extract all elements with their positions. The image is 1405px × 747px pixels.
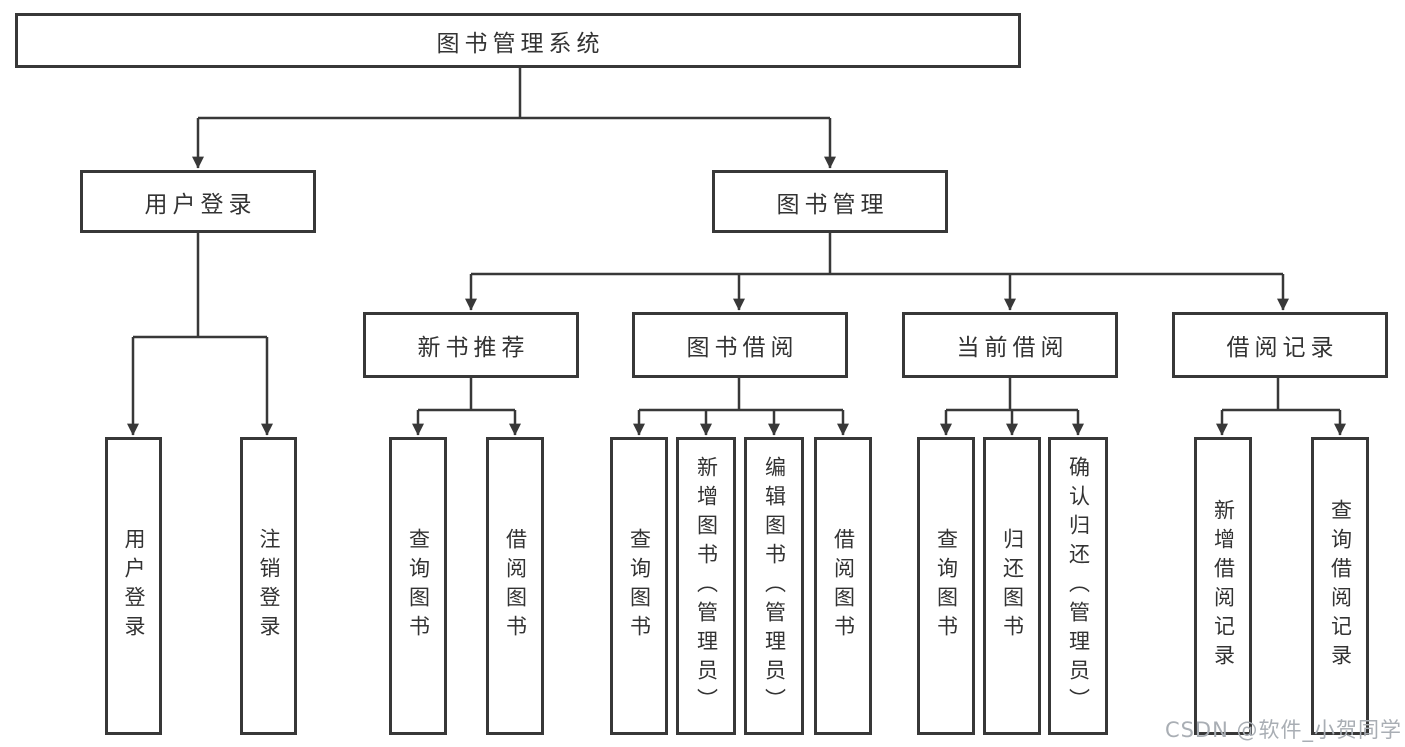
leaf-edit-books-admin: 编辑图书（管理员） [744, 437, 804, 735]
leaf-borrow-books-borrowing: 借阅图书 [814, 437, 872, 735]
node-book-borrowing: 图书借阅 [632, 312, 848, 378]
leaf-confirm-return-admin: 确认归还（管理员） [1048, 437, 1108, 735]
leaf-label: 借阅图书 [503, 528, 528, 644]
leaf-label: 查询图书 [934, 528, 959, 644]
node-label: 新书推荐 [417, 335, 530, 361]
leaf-label: 查询图书 [406, 528, 431, 644]
node-label: 当前借阅 [956, 335, 1069, 361]
csdn-watermark: CSDN @软件_小贺同学 [1164, 718, 1402, 742]
node-label: 借阅记录 [1226, 335, 1339, 361]
node-library-system: 图书管理系统 [15, 13, 1021, 68]
leaf-label: 查询借阅记录 [1328, 499, 1353, 673]
leaf-label: 用户登录 [122, 528, 146, 644]
leaf-label: 查询图书 [627, 528, 652, 644]
node-label: 图书管理系统 [436, 30, 605, 57]
leaf-query-books-current: 查询图书 [917, 437, 975, 735]
leaf-return-books: 归还图书 [983, 437, 1041, 735]
node-label: 图书管理 [776, 191, 889, 218]
leaf-label: 注销登录 [257, 528, 281, 644]
node-user-login: 用户登录 [80, 170, 316, 233]
node-label: 用户登录 [144, 191, 257, 218]
leaf-label: 新增借阅记录 [1211, 499, 1236, 673]
leaf-label: 归还图书 [1000, 528, 1025, 644]
leaf-user-login: 用户登录 [105, 437, 162, 735]
node-book-management: 图书管理 [712, 170, 948, 233]
leaf-label: 借阅图书 [831, 528, 856, 644]
leaf-label: 新增图书（管理员） [694, 455, 719, 717]
leaf-label: 编辑图书（管理员） [762, 455, 787, 717]
node-label: 图书借阅 [686, 335, 799, 361]
leaf-query-borrow-record: 查询借阅记录 [1311, 437, 1369, 735]
node-current-borrowing: 当前借阅 [902, 312, 1118, 378]
leaf-query-books-borrowing: 查询图书 [610, 437, 668, 735]
leaf-label: 确认归还（管理员） [1066, 455, 1091, 717]
leaf-logout: 注销登录 [240, 437, 297, 735]
node-borrowing-records: 借阅记录 [1172, 312, 1388, 378]
leaf-borrow-books-recommend: 借阅图书 [486, 437, 544, 735]
leaf-add-borrow-record: 新增借阅记录 [1194, 437, 1252, 735]
connector-arrows [127, 118, 1346, 436]
leaf-add-books-admin: 新增图书（管理员） [676, 437, 736, 735]
leaf-query-books-recommend: 查询图书 [389, 437, 447, 735]
node-new-book-recommend: 新书推荐 [363, 312, 579, 378]
connector-trunks [133, 68, 1340, 412]
